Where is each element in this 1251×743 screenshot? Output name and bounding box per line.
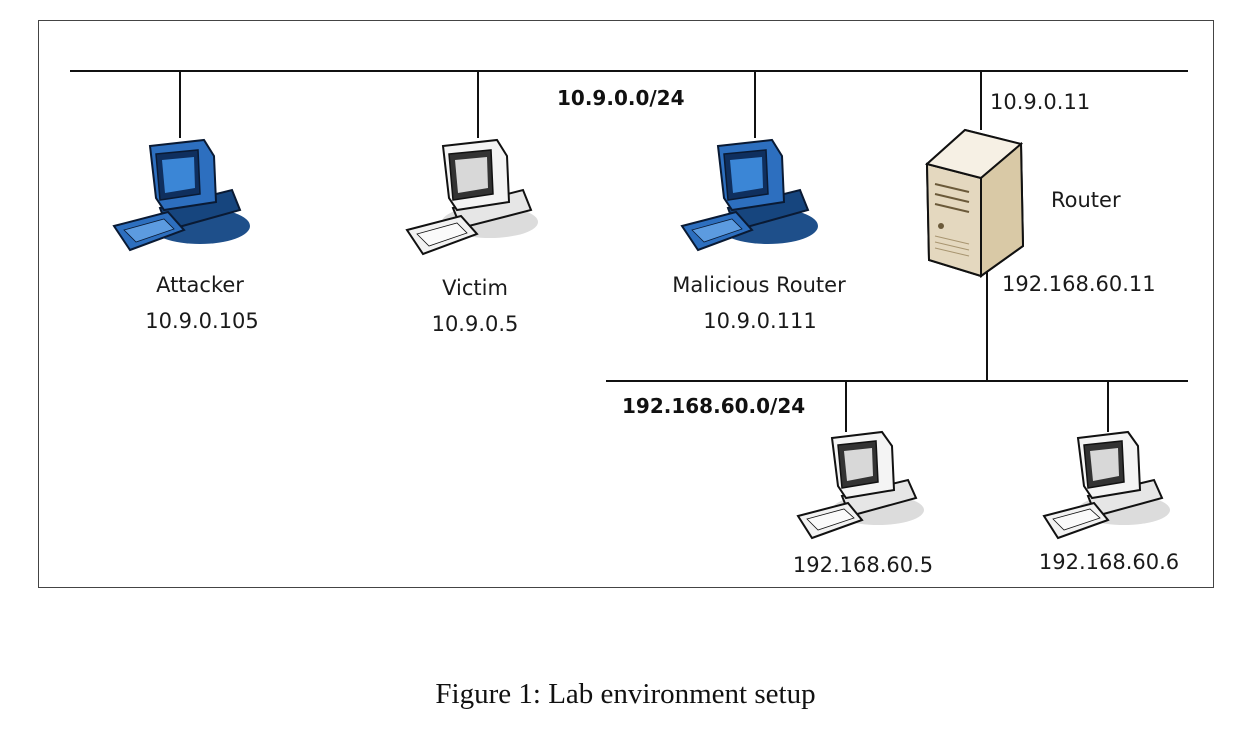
malicious-router-computer-icon: [680, 138, 818, 252]
host-60-5-ip-label: 192.168.60.5: [792, 553, 934, 577]
attacker-name-label: Attacker: [156, 273, 244, 297]
host-60-6-computer-icon: [1042, 430, 1170, 540]
router-top-ip-label: 10.9.0.11: [990, 90, 1091, 114]
victim-ip-label: 10.9.0.5: [431, 312, 519, 336]
attacker-computer-icon: [112, 138, 250, 252]
network-diagram: [70, 70, 1188, 540]
top-subnet-label: 10.9.0.0/24: [557, 86, 685, 110]
victim-name-label: Victim: [442, 276, 508, 300]
bottom-subnet-label: 192.168.60.0/24: [622, 394, 806, 418]
router-bottom-ip-label: 192.168.60.11: [1002, 272, 1156, 296]
router-server-icon: [924, 128, 1025, 278]
figure-caption: Figure 1: Lab environment setup: [435, 678, 816, 710]
host-60-6-ip-label: 192.168.60.6: [1038, 550, 1180, 574]
router-name-label: Router: [1051, 188, 1121, 212]
victim-computer-icon: [405, 138, 538, 256]
host-60-5-computer-icon: [796, 430, 924, 540]
malicious-router-ip-label: 10.9.0.111: [703, 309, 817, 333]
malicious-router-name-label: Malicious Router: [672, 273, 846, 297]
attacker-ip-label: 10.9.0.105: [145, 309, 259, 333]
diagram-frame: [38, 20, 1214, 588]
